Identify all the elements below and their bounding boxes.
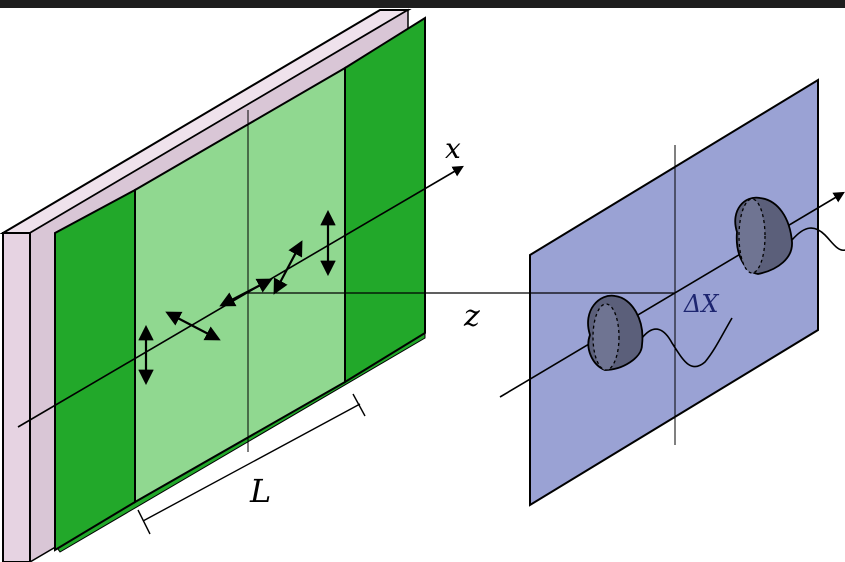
polarization-arrow-diagonal-1 <box>165 311 221 341</box>
wavepacket-lower <box>587 294 733 371</box>
z-axis-label: z <box>463 299 480 334</box>
polarization-arrow-diagonal-3 <box>273 240 303 295</box>
polarization-arrows <box>138 209 336 386</box>
wavepacket-upper <box>734 196 845 275</box>
green-plate-left-strip <box>54 188 136 552</box>
polarization-arrow-diagonal-2 <box>219 278 273 307</box>
x-axis-label: x <box>445 132 461 165</box>
delta-x-label: ΔX <box>683 290 719 318</box>
top-bar <box>0 0 845 8</box>
green-plate-center-region <box>134 66 346 504</box>
green-plate-right-strip <box>344 16 426 384</box>
length-label: L <box>249 472 271 510</box>
length-dimension <box>137 393 366 535</box>
